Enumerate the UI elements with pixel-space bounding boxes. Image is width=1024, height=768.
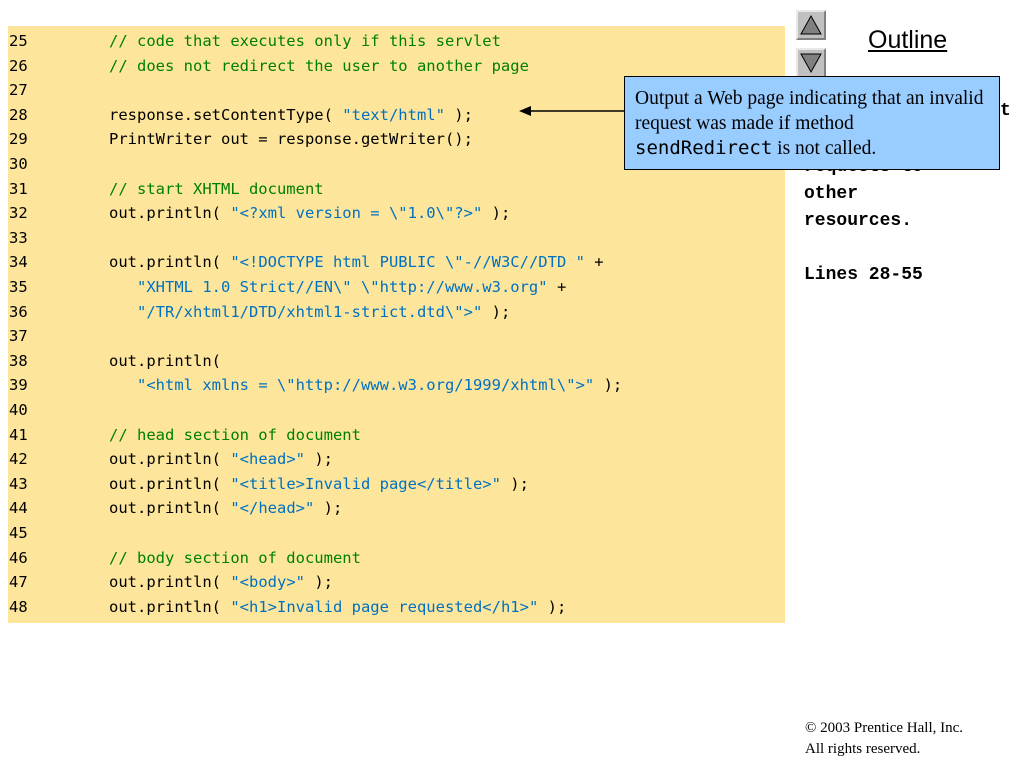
code-string: "</head>": [230, 499, 315, 518]
line-number: 46: [9, 548, 28, 567]
line-number: 25: [9, 32, 28, 50]
code-token: out.println(: [109, 450, 231, 469]
triangle-down-icon: [800, 53, 822, 74]
code-comment: // does not redirect the user to another…: [109, 56, 529, 75]
line-number: 38: [9, 351, 28, 370]
code-token: );: [594, 376, 623, 395]
callout-method: sendRedirect: [635, 137, 773, 159]
code-comment: // body section of document: [109, 548, 361, 567]
code-token: out.println(: [109, 253, 231, 272]
code-token: +: [584, 253, 604, 272]
line-number: 33: [9, 228, 28, 247]
line-number: 34: [9, 253, 28, 272]
line-number: 47: [9, 573, 28, 592]
code-string: "<head>": [230, 450, 305, 469]
code-string: "<h1>Invalid page requested</h1>": [230, 597, 539, 616]
side-note-line: resources.: [804, 211, 913, 231]
code-token: out.println(: [109, 573, 231, 592]
code-text: out.println( "<body>" );: [109, 570, 333, 594]
code-comment: // code that executes only if this servl…: [109, 32, 501, 50]
code-string: "<html xmlns = \"http://www.w3.org/1999/…: [137, 376, 595, 395]
code-text: out.println( "<h1>Invalid page requested…: [109, 595, 566, 619]
code-string: "<?xml version = \"1.0\"?>": [230, 204, 483, 223]
code-text: // start XHTML document: [109, 177, 324, 201]
code-token: out.println(: [109, 351, 221, 370]
line-number: 42: [9, 450, 28, 469]
line-number: 36: [9, 302, 28, 321]
code-token: );: [304, 450, 333, 469]
code-token: );: [444, 105, 473, 124]
code-text: // body section of document: [109, 546, 361, 570]
callout-box: Output a Web page indicating that an inv…: [624, 76, 1000, 170]
code-text: out.println( "<head>" );: [109, 447, 333, 471]
copyright-line: © 2003 Prentice Hall, Inc.: [805, 720, 964, 736]
code-string: "/TR/xhtml1/DTD/xhtml1-strict.dtd\">": [137, 302, 483, 321]
code-text: // head section of document: [109, 423, 361, 447]
line-number: 39: [9, 376, 28, 395]
code-token: +: [547, 278, 567, 296]
line-number: 45: [9, 524, 28, 542]
code-token: [109, 376, 137, 394]
code-string: "<!DOCTYPE html PUBLIC \"-//W3C//DTD ": [230, 253, 585, 272]
code-text: out.println( "<title>Invalid page</title…: [109, 472, 529, 496]
code-string: "XHTML 1.0 Strict//EN\" \"http://www.w3.…: [137, 278, 548, 296]
code-text: out.println(: [109, 349, 221, 373]
line-number: 43: [9, 474, 28, 493]
line-number: 41: [9, 425, 28, 444]
code-text: out.println( "<!DOCTYPE html PUBLIC \"-/…: [109, 250, 604, 274]
code-token: );: [314, 499, 343, 518]
line-number: 29: [9, 130, 28, 149]
line-number: 35: [9, 278, 28, 296]
line-number: 32: [9, 204, 28, 223]
line-number: 30: [9, 155, 28, 173]
code-token: out.println(: [109, 597, 231, 616]
code-text: "/TR/xhtml1/DTD/xhtml1-strict.dtd\">" );: [109, 300, 510, 324]
code-token: );: [482, 302, 511, 321]
callout-text: is not called.: [772, 138, 877, 159]
code-comment: // head section of document: [109, 425, 361, 444]
code-text: out.println( "<?xml version = \"1.0\"?>"…: [109, 201, 510, 225]
outline-down-button[interactable]: [796, 48, 826, 78]
triangle-up-icon: [800, 14, 822, 35]
copyright-line: All rights reserved.: [805, 741, 921, 757]
code-text: // does not redirect the user to another…: [109, 54, 529, 78]
code-text: out.println( "</head>" );: [109, 496, 342, 520]
code-token: response.setContentType(: [109, 105, 343, 124]
callout-text: Output a Web page indicating that an inv…: [635, 88, 984, 134]
line-number: 28: [9, 105, 28, 124]
code-text: // code that executes only if this servl…: [109, 29, 501, 53]
outline-title[interactable]: Outline: [868, 26, 948, 54]
line-number: 31: [9, 179, 28, 198]
code-string: "text/html": [342, 105, 445, 124]
code-token: );: [482, 204, 511, 223]
code-token: );: [500, 474, 529, 493]
line-number: 27: [9, 81, 28, 100]
line-number: 37: [9, 327, 28, 346]
side-note-line: t: [1000, 101, 1011, 121]
code-token: );: [538, 597, 567, 616]
line-number: 40: [9, 401, 28, 419]
code-text: PrintWriter out = response.getWriter();: [109, 127, 473, 151]
line-number: 48: [9, 597, 28, 616]
copyright: © 2003 Prentice Hall, Inc. All rights re…: [805, 718, 963, 760]
code-text: response.setContentType( "text/html" );: [109, 103, 473, 127]
code-token: PrintWriter out = response.getWriter();: [109, 130, 473, 149]
code-text: "<html xmlns = \"http://www.w3.org/1999/…: [109, 373, 622, 397]
code-text: "XHTML 1.0 Strict//EN\" \"http://www.w3.…: [109, 275, 566, 299]
code-token: out.println(: [109, 499, 231, 518]
code-token: out.println(: [109, 204, 231, 223]
code-comment: // start XHTML document: [109, 179, 324, 198]
code-token: );: [304, 573, 333, 592]
code-string: "<title>Invalid page</title>": [230, 474, 501, 493]
line-number: 26: [9, 56, 28, 75]
line-number: 44: [9, 499, 28, 518]
callout-arrow-icon: [519, 106, 624, 116]
side-note-line: Lines 28-55: [804, 265, 923, 285]
code-string: "<body>": [230, 573, 305, 592]
code-token: [109, 303, 137, 321]
code-token: out.println(: [109, 474, 231, 493]
outline-up-button[interactable]: [796, 10, 826, 40]
side-note-line: other: [804, 184, 859, 204]
code-token: [109, 278, 137, 296]
